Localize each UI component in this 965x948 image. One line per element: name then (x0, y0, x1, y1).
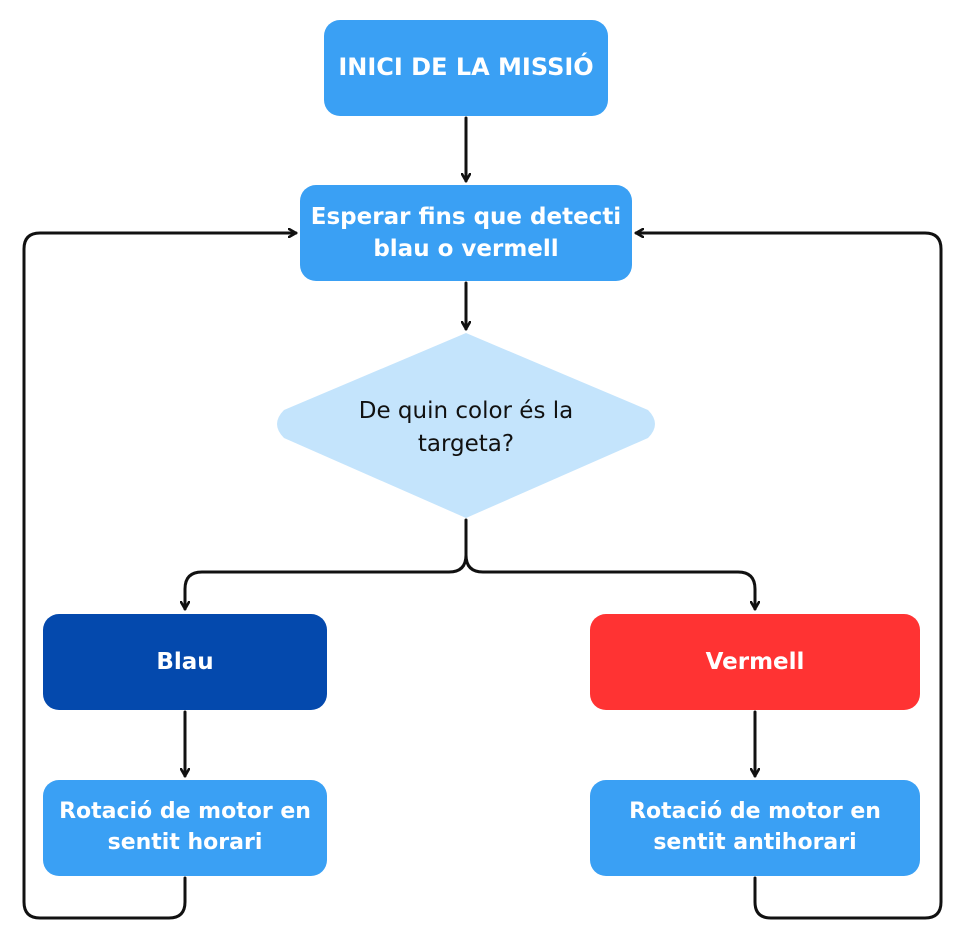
rotation-counterclockwise-label: Rotació de motor en sentit antihorari (629, 799, 881, 855)
arrow-loop-right (634, 233, 943, 920)
wait-node: Esperar fins que detecti blau o vermell (300, 185, 632, 281)
wait-node-label: Esperar fins que detecti blau o vermell (310, 203, 622, 262)
arrow-decision-to-red (464, 553, 755, 611)
decision-node: De quin color és la targeta? (300, 380, 632, 476)
start-node: INICI DE LA MISSIÓ (324, 20, 608, 116)
decision-diamond (277, 333, 655, 518)
start-node-label: INICI DE LA MISSIÓ (338, 53, 594, 82)
red-node: Vermell (590, 614, 920, 710)
decision-node-label: De quin color és la targeta? (358, 397, 574, 457)
arrow-decision-to-blue (185, 518, 468, 611)
red-node-label: Vermell (705, 648, 805, 675)
rotation-clockwise-node: Rotació de motor en sentit horari (43, 780, 327, 876)
rotation-counterclockwise-node: Rotació de motor en sentit antihorari (590, 780, 920, 876)
blue-node: Blau (43, 614, 327, 710)
rotation-clockwise-label: Rotació de motor en sentit horari (59, 799, 311, 855)
arrow-loop-left (22, 233, 298, 920)
blue-node-label: Blau (156, 648, 214, 675)
